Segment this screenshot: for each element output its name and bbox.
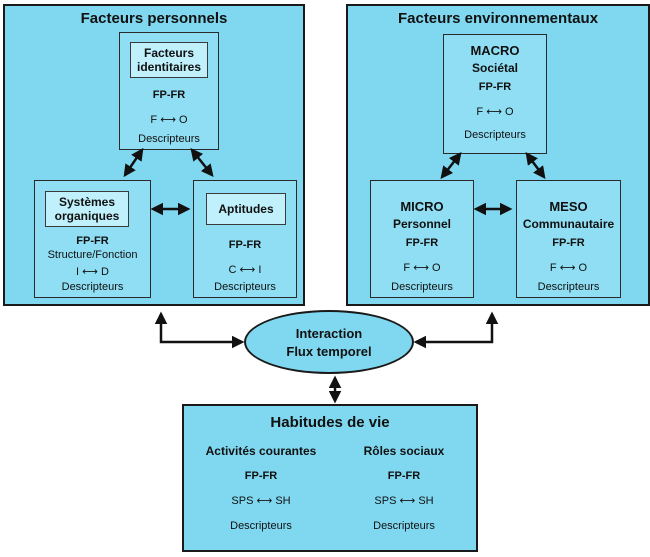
double-arrow-icon: ⟷ [82, 266, 98, 278]
aptitudes-right: I [258, 264, 262, 276]
identity-factors-label: Facteurs identitaires [130, 42, 208, 78]
meso-box: MESO Communautaire FP-FR F ⟷ O Descripte… [516, 180, 621, 298]
micro-left: F [403, 262, 411, 274]
activities-column: Activités courantes FP-FR SPS ⟷ SH Descr… [192, 444, 330, 548]
organic-systems-box: Systèmes organiques FP-FR Structure/Fonc… [34, 180, 151, 298]
micro-box: MICRO Personnel FP-FR F ⟷ O Descripteurs [370, 180, 474, 298]
micro-code: FP-FR [405, 237, 439, 249]
macro-box: MACRO Sociétal FP-FR F ⟷ O Descripteurs [443, 34, 547, 154]
interaction-line1: Interaction [295, 326, 363, 341]
macro-sub: Sociétal [471, 61, 519, 75]
interaction-line2: Flux temporel [286, 344, 372, 359]
aptitudes-label: Aptitudes [206, 193, 286, 225]
activities-label: Activités courantes [205, 444, 317, 458]
double-arrow-icon: ⟷ [160, 114, 176, 126]
identity-descriptors: Descripteurs [138, 133, 200, 145]
meso-left: F [549, 262, 557, 274]
arrow-personal-interaction [154, 311, 245, 349]
aptitudes-box: Aptitudes FP-FR C ⟷ I Descripteurs [193, 180, 297, 298]
personal-factors-panel: Facteurs personnels Facteurs identitaire… [3, 4, 305, 306]
macro-descriptors: Descripteurs [464, 129, 526, 141]
meso-sub: Communautaire [522, 217, 615, 231]
activities-right: SH [275, 495, 291, 507]
roles-left: SPS [374, 495, 397, 507]
aptitudes-left: C [228, 264, 237, 276]
meso-arrow-row: F ⟷ O [517, 261, 620, 274]
double-arrow-icon: ⟷ [413, 262, 429, 274]
organic-systems-label: Systèmes organiques [45, 191, 129, 227]
roles-right: SH [418, 495, 434, 507]
life-habits-panel: Habitudes de vie Activités courantes FP-… [182, 404, 478, 552]
macro-label: MACRO [470, 43, 520, 58]
identity-factors-box: Facteurs identitaires FP-FR F ⟷ O Descri… [119, 32, 219, 150]
life-habits-title: Habitudes de vie [270, 414, 390, 431]
macro-right: O [505, 106, 514, 118]
interaction-ellipse: Interaction Flux temporel [244, 310, 414, 374]
activities-code: FP-FR [244, 470, 278, 482]
systems-code: FP-FR [76, 235, 109, 247]
systems-left: I [76, 266, 80, 278]
arrow-environment-interaction [413, 311, 499, 349]
identity-right: O [179, 114, 188, 126]
meso-right: O [578, 262, 588, 274]
identity-code: FP-FR [152, 89, 186, 101]
systems-sub: Structure/Fonction [47, 249, 138, 261]
systems-arrow-row: I ⟷ D [35, 265, 150, 278]
double-arrow-icon: ⟷ [486, 106, 502, 118]
activities-descriptors: Descripteurs [230, 520, 292, 532]
systems-right: D [101, 266, 109, 278]
micro-sub: Personnel [392, 217, 452, 231]
micro-label: MICRO [400, 199, 444, 214]
meso-descriptors: Descripteurs [537, 281, 600, 293]
aptitudes-arrow-row: C ⟷ I [194, 263, 296, 276]
double-arrow-icon: ⟷ [239, 264, 256, 276]
environmental-factors-panel: Facteurs environnementaux MACRO Sociétal… [346, 4, 650, 306]
macro-arrow-row: F ⟷ O [444, 105, 546, 118]
roles-code: FP-FR [387, 470, 421, 482]
micro-right: O [432, 262, 441, 274]
activities-left: SPS [231, 495, 254, 507]
roles-column: Rôles sociaux FP-FR SPS ⟷ SH Descripteur… [336, 444, 472, 548]
identity-arrow-row: F ⟷ O [120, 113, 218, 126]
environmental-factors-title: Facteurs environnementaux [397, 10, 599, 27]
macro-left: F [476, 106, 484, 118]
meso-label: MESO [549, 199, 588, 214]
double-arrow-icon: ⟷ [256, 495, 273, 507]
aptitudes-descriptors: Descripteurs [214, 281, 276, 293]
meso-code: FP-FR [552, 237, 585, 249]
aptitudes-code: FP-FR [228, 239, 262, 251]
roles-label: Rôles sociaux [363, 444, 445, 458]
identity-left: F [150, 114, 158, 126]
macro-code: FP-FR [478, 81, 512, 93]
systems-descriptors: Descripteurs [61, 281, 124, 293]
double-arrow-icon: ⟷ [399, 495, 416, 507]
roles-arrow-row: SPS ⟷ SH [336, 494, 472, 507]
activities-arrow-row: SPS ⟷ SH [192, 494, 330, 507]
micro-descriptors: Descripteurs [391, 281, 453, 293]
personal-factors-title: Facteurs personnels [80, 10, 228, 27]
roles-descriptors: Descripteurs [373, 520, 435, 532]
double-arrow-icon: ⟷ [559, 262, 576, 274]
micro-arrow-row: F ⟷ O [371, 261, 473, 274]
